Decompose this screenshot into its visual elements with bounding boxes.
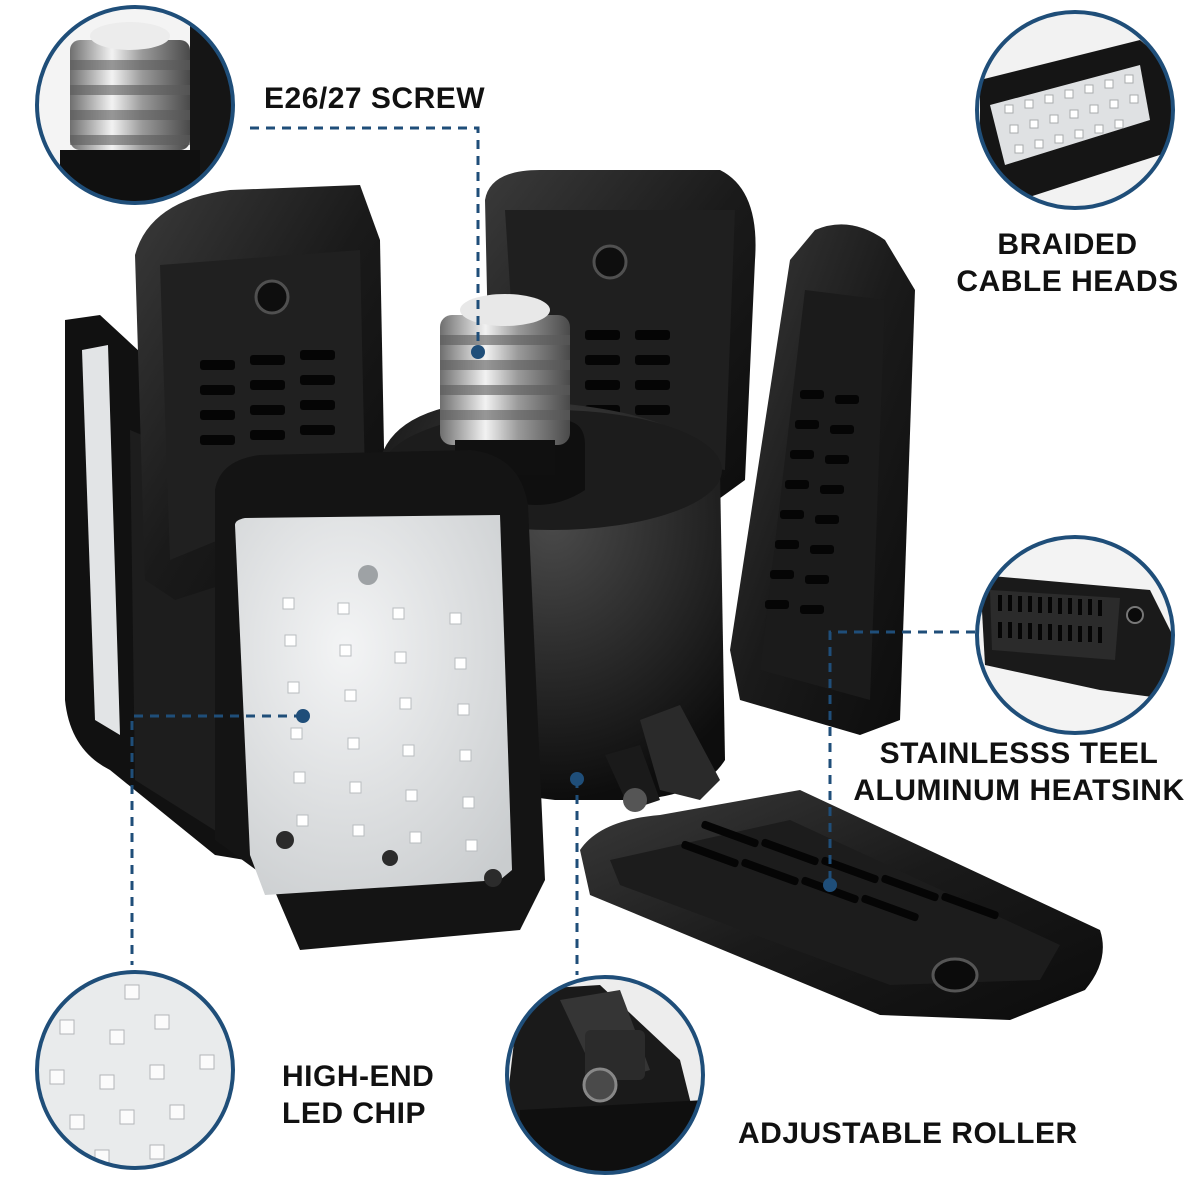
- label-braided-cable-heads: BRAIDED CABLE HEADS: [935, 226, 1200, 300]
- detail-circle-cable-heads: [975, 10, 1175, 210]
- leader-dot-heatsink: [823, 878, 837, 892]
- screw-base: [440, 294, 570, 475]
- label-e26-screw: E26/27 SCREW: [264, 80, 485, 117]
- panel-right: [730, 224, 915, 735]
- detail-circle-led-chip: [35, 970, 235, 1170]
- label-led-chip-line-1: HIGH-END: [282, 1060, 435, 1093]
- label-braided-line-1: BRAIDED: [997, 228, 1138, 261]
- vent-slots-back-left: [200, 350, 335, 445]
- label-led-chip: HIGH-END LED CHIP: [282, 1058, 434, 1132]
- leader-dot-chip: [296, 709, 310, 723]
- leader-dots: [296, 345, 837, 892]
- leader-lines: [130, 126, 975, 975]
- vent-slots-right: [765, 390, 859, 614]
- label-braided-line-2: CABLE HEADS: [956, 265, 1179, 298]
- label-roller-line-1: ADJUSTABLE ROLLER: [738, 1117, 1078, 1150]
- led-chip-grid: [282, 597, 478, 852]
- lamp-main: [65, 170, 1103, 1020]
- leader-heatsink: [828, 630, 975, 885]
- label-e26-screw-line-1: E26/27 SCREW: [264, 82, 486, 115]
- label-heatsink-line-1: STAINLESSS TEEL: [879, 737, 1159, 770]
- label-heatsink: STAINLESSS TEEL ALUMINUM HEATSINK: [838, 735, 1200, 809]
- label-led-chip-line-2: LED CHIP: [282, 1097, 427, 1130]
- leader-screw: [250, 126, 480, 352]
- detail-circle-screw: [35, 5, 235, 205]
- label-heatsink-line-2: ALUMINUM HEATSINK: [853, 774, 1185, 807]
- panel-bottom: [580, 790, 1103, 1020]
- label-adjustable-roller: ADJUSTABLE ROLLER: [738, 1115, 1078, 1152]
- leader-dot-screw: [471, 345, 485, 359]
- panel-front-led: [215, 450, 545, 950]
- leader-chip: [130, 714, 303, 965]
- vent-slots-back-right: [585, 330, 670, 415]
- detail-circle-roller: [505, 975, 705, 1175]
- detail-circle-heatsink: [975, 535, 1175, 735]
